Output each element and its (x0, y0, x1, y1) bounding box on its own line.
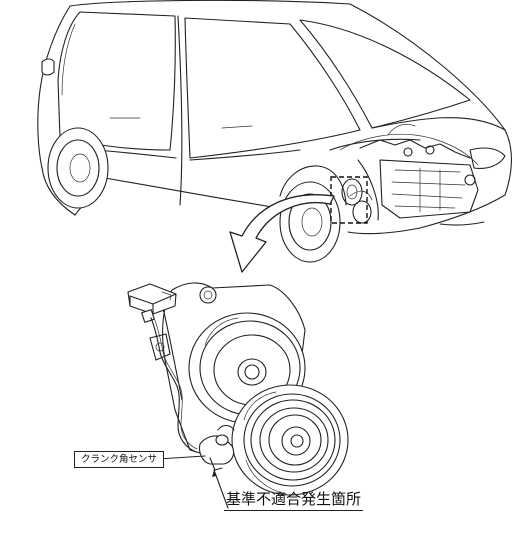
zoom-arrow (229, 194, 335, 273)
engine-detail (127, 282, 349, 509)
car-illustration (37, 0, 512, 263)
failure-leader-line (213, 469, 229, 509)
engine-bay (330, 123, 479, 224)
crank-angle-sensor-label: クランク角センサ (74, 451, 165, 468)
sensor-leader-line (157, 455, 206, 460)
failure-location-label: 基準不適合発生箇所 (224, 490, 364, 511)
